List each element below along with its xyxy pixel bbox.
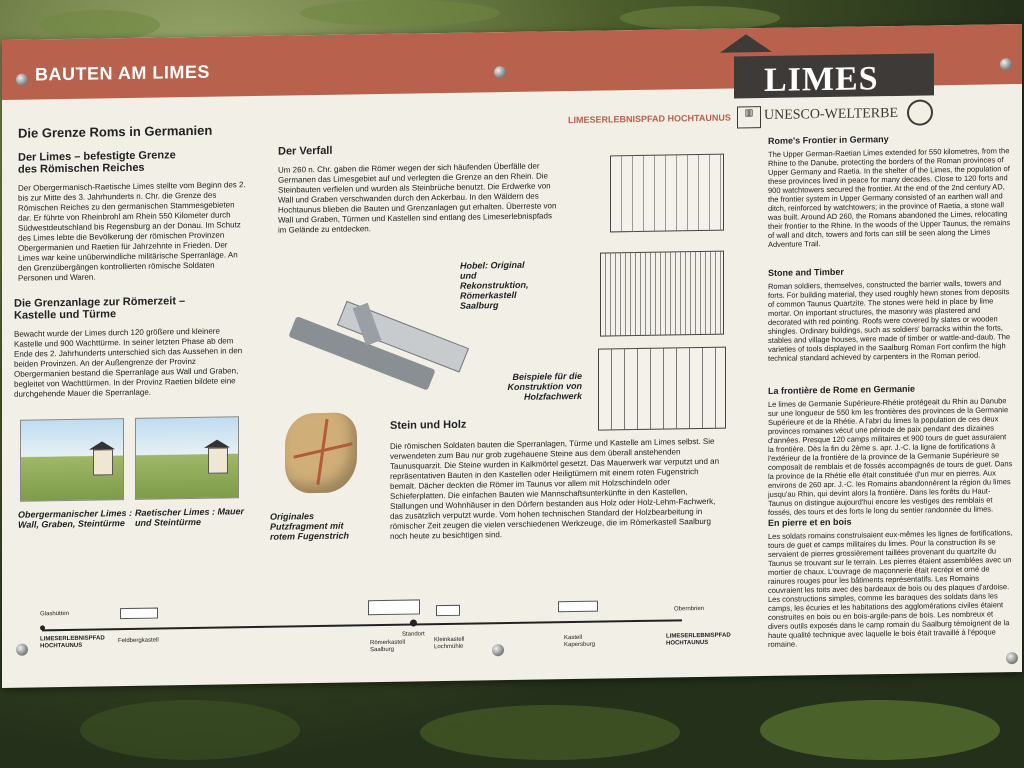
beispiele-caption: Beispiele für die Konstruktion von Holzf… bbox=[507, 370, 583, 402]
building-icon bbox=[120, 607, 158, 620]
english-heading: Rome's Frontier in Germany bbox=[768, 134, 889, 146]
hobel-caption: Hobel: Original und Rekonstruktion, Röme… bbox=[460, 259, 529, 311]
timber-wall-drawing-3 bbox=[598, 346, 726, 431]
screw-icon bbox=[16, 643, 28, 656]
left-subheading-1: Der Limes – befestigte Grenze des Römisc… bbox=[18, 149, 176, 176]
timeline-kapersburg: Kastell Kapersburg bbox=[564, 634, 596, 649]
putz-caption: Originales Putzfragment mit rotem Fugens… bbox=[270, 511, 350, 542]
timber-wall-drawing-2 bbox=[600, 250, 724, 337]
timeline-end: Obernbrien bbox=[674, 605, 705, 613]
plaster-fragment-image bbox=[285, 412, 357, 494]
sign-title: BAUTEN AM LIMES bbox=[35, 61, 210, 85]
left-subheading-2: Die Grenzanlage zur Römerzeit – Kastelle… bbox=[14, 295, 186, 322]
timeline-feldberg: Feldbergkastell bbox=[118, 637, 159, 645]
stein-holz-paragraph: Die römischen Soldaten bauten die Sperra… bbox=[390, 436, 720, 541]
caption-raetian: Raetischer Limes : Mauer und Steintürme bbox=[135, 506, 245, 528]
building-icon bbox=[558, 600, 598, 613]
french-heading-2: En pierre et en bois bbox=[768, 516, 852, 528]
english-paragraph-2: Roman soldiers, themselves, constructed … bbox=[768, 278, 1011, 363]
standort-marker-icon bbox=[410, 619, 417, 627]
hobel-plane-illustration bbox=[287, 300, 470, 416]
timeline-end-pfad: LIMESERLEBNISPFAD HOCHTAUNUS bbox=[666, 632, 731, 647]
english-heading-2: Stone and Timber bbox=[768, 266, 844, 278]
french-paragraph-2: Les soldats romains construisaient eux-m… bbox=[768, 528, 1013, 649]
unesco-temple-icon: ▥ bbox=[737, 106, 761, 129]
left-heading: Die Grenze Roms in Germanien bbox=[18, 122, 213, 141]
verfall-paragraph: Um 260 n. Chr. gaben die Römer wegen der… bbox=[278, 161, 557, 235]
trail-timeline bbox=[42, 619, 682, 632]
timeline-standort: Standort bbox=[402, 631, 425, 638]
left-paragraph-2: Bewacht wurde der Limes durch 120 größer… bbox=[14, 326, 243, 399]
building-icon bbox=[368, 599, 420, 616]
raetian-limes-illustration bbox=[135, 416, 239, 500]
screw-icon bbox=[1006, 652, 1018, 665]
french-heading: La frontière de Rome en Germanie bbox=[768, 383, 916, 396]
timeline-start-pfad: LIMESERLEBNISPFAD HOCHTAUNUS bbox=[40, 635, 105, 650]
trail-label: LIMESERLEBNISPFAD HOCHTAUNUS bbox=[568, 112, 731, 126]
world-heritage-icon bbox=[907, 99, 933, 126]
building-icon bbox=[436, 604, 460, 617]
timeline-saalburg: Römerkastell Saalburg bbox=[370, 639, 406, 654]
french-paragraph-1: Le limes de Germanie Supérieure-Rhétie p… bbox=[768, 396, 1013, 517]
limes-logo-text: LIMES bbox=[764, 60, 879, 100]
left-paragraph-1: Der Obergermanisch-Raetische Limes stell… bbox=[18, 180, 246, 283]
verfall-heading: Der Verfall bbox=[278, 144, 333, 158]
screw-icon bbox=[492, 644, 504, 657]
info-sign-board: BAUTEN AM LIMES LIMES ▥ UNESCO-WELTERBE … bbox=[2, 23, 1022, 688]
timeline-lochmuhle: Kleinkastell Lochmühle bbox=[434, 636, 465, 651]
obergermanic-limes-illustration bbox=[20, 418, 124, 502]
stein-holz-heading: Stein und Holz bbox=[390, 418, 467, 432]
timeline-start: Glashütten bbox=[40, 610, 70, 618]
timber-wall-drawing-1 bbox=[610, 153, 724, 233]
unesco-label: UNESCO-WELTERBE bbox=[764, 105, 899, 124]
limes-logo-roof-icon bbox=[720, 33, 772, 53]
caption-obergermanic: Obergermanischer Limes : Wall, Graben, S… bbox=[18, 507, 133, 530]
english-paragraph-1: The Upper German-Raetian Limes extended … bbox=[768, 146, 1011, 249]
